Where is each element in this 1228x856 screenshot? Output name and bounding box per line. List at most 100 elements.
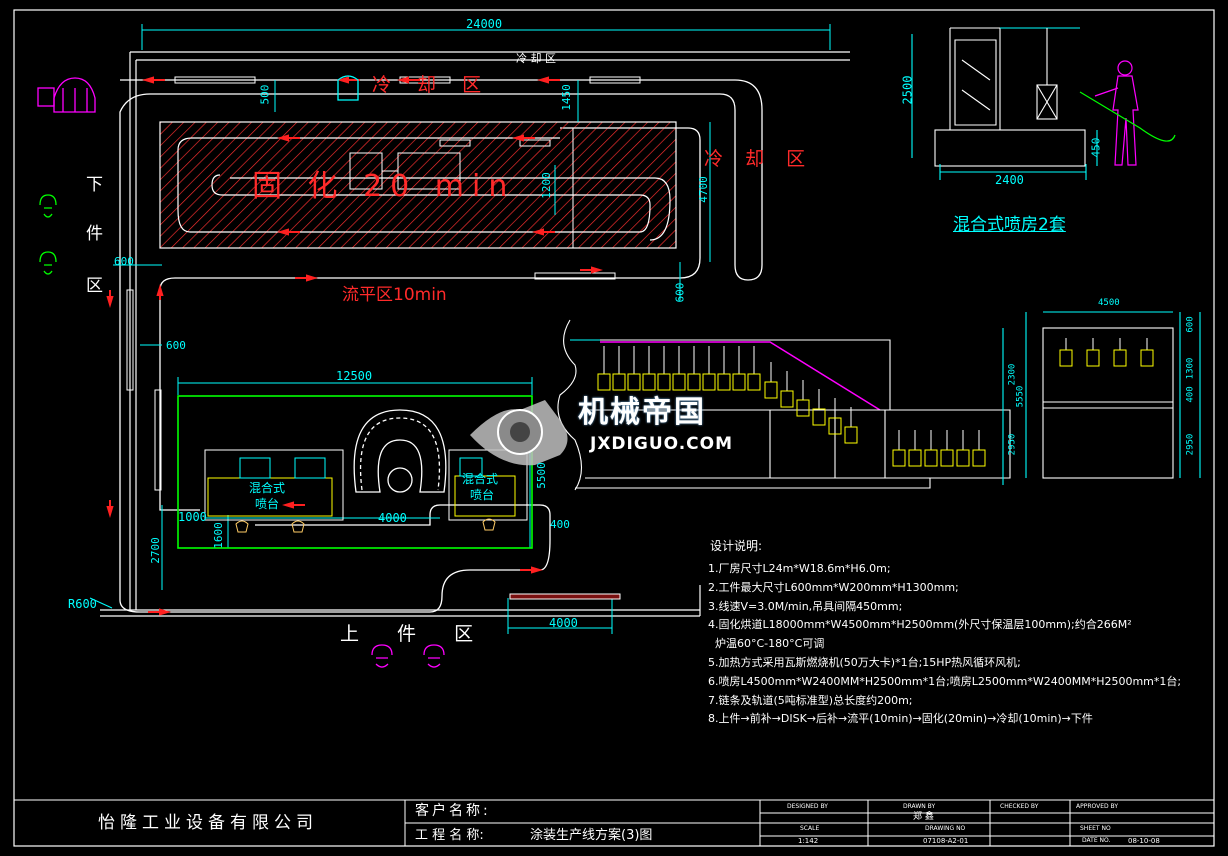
curing-label: 固 化 20 min xyxy=(252,169,516,204)
section-dim-4500: 4500 xyxy=(1098,298,1120,308)
note-line: 7.链条及轨道(5吨标准型)总长度约200m; xyxy=(708,693,913,707)
date-value: 08-10-08 xyxy=(1128,837,1160,845)
hanger-box xyxy=(597,373,611,391)
section-dim-400: 400 xyxy=(1185,386,1196,403)
side-dim-450: 450 xyxy=(1089,137,1103,158)
note-line: 6.喷房L4500mm*W2400MM*H2500mm*1台;喷房L2500mm… xyxy=(708,674,1182,688)
notes-title: 设计说明: xyxy=(710,539,763,553)
unload-zone-3: 区 xyxy=(86,276,103,296)
scale-value: 1:142 xyxy=(798,837,819,845)
guard-bars xyxy=(126,76,641,600)
section-dim-2300: 2300 xyxy=(1007,363,1018,386)
section-dim-5550: 5550 xyxy=(1015,385,1026,408)
hanger-box xyxy=(612,373,626,391)
dim-600-right: 600 xyxy=(673,282,687,303)
scale-label: SCALE xyxy=(800,825,820,832)
section-dim-1300: 1300 xyxy=(1185,357,1196,380)
hanger-box xyxy=(1059,349,1073,367)
dim-1000: 1000 xyxy=(178,510,207,524)
dim-12500: 12500 xyxy=(336,369,373,383)
oven-cross-section xyxy=(1025,311,1201,479)
disk-rotor xyxy=(353,409,447,493)
dim-5500: 5500 xyxy=(534,462,548,489)
hanger-box xyxy=(642,373,656,391)
date-label: DATE NO. xyxy=(1082,837,1111,844)
dim-600-mid: 600 xyxy=(166,339,186,352)
hanger-box xyxy=(717,373,731,391)
spray-worker-icon xyxy=(1094,60,1139,166)
dim-1600: 1600 xyxy=(211,522,225,549)
hanger-box xyxy=(672,373,686,391)
flow-arrows xyxy=(106,76,603,616)
side-dim-2400: 2400 xyxy=(995,173,1024,187)
dim-24000-label: 24000 xyxy=(466,17,503,31)
drawn-by-name: 郑 鑫 xyxy=(913,812,934,822)
company-name: 怡隆工业设备有限公司 xyxy=(98,813,318,833)
dim-2700: 2700 xyxy=(148,537,162,564)
hanger-box xyxy=(780,390,794,408)
hanger-box xyxy=(972,449,986,467)
operator-icons xyxy=(39,75,445,668)
hanger-box xyxy=(892,449,906,467)
hanger-box xyxy=(702,373,716,391)
note-line: 8.上件→前补→DISK→后补→流平(10min)→固化(20min)→冷却(1… xyxy=(708,712,1093,726)
dim-1450: 1450 xyxy=(559,84,573,111)
project-label: 工 程 名 称: xyxy=(415,828,484,843)
dim-500: 500 xyxy=(258,84,272,105)
designed-by-label: DESIGNED BY xyxy=(787,803,828,810)
dim-1200: 1200 xyxy=(539,172,553,199)
hanger-box xyxy=(844,426,858,444)
cooling-zone-top: 冷 却 区 xyxy=(372,74,492,96)
hanger-box xyxy=(940,449,954,467)
hanger-box xyxy=(1140,349,1154,367)
hanger-box xyxy=(1086,349,1100,367)
note-line: 4.固化烘道L18000mm*W4500mm*H2500mm(外尺寸保温层100… xyxy=(708,618,1132,632)
client-label: 客户名称: xyxy=(415,803,491,819)
hanger-box xyxy=(764,381,778,399)
note-line: 5.加热方式采用瓦斯燃烧机(50万大卡)*1台;15HP热风循环风机; xyxy=(708,655,1021,669)
hanger-box xyxy=(687,373,701,391)
hanger-box xyxy=(796,399,810,417)
spray-hose xyxy=(1079,91,1176,142)
hanger-box xyxy=(828,417,842,435)
checked-by-label: CHECKED BY xyxy=(1000,803,1039,810)
factory-wall xyxy=(100,51,850,617)
booth-left-label-1: 混合式 xyxy=(249,481,286,495)
design-notes: 1.厂房尺寸L24m*W18.6m*H6.0m;2.工件最大尺寸L600mm*W… xyxy=(708,560,1181,729)
dim-24000 xyxy=(141,24,831,50)
hanger-box xyxy=(908,449,922,467)
sheet-no-label: SHEET NO xyxy=(1080,825,1111,832)
dim-400: 400 xyxy=(550,518,570,531)
hanger-box xyxy=(1113,349,1127,367)
title-block xyxy=(14,799,1214,846)
hanger-box xyxy=(956,449,970,467)
note-line: 1.厂房尺寸L24m*W18.6m*H6.0m; xyxy=(708,562,891,575)
hanger-box xyxy=(924,449,938,467)
drawn-by-label: DRAWN BY xyxy=(903,803,936,810)
logo-emblem xyxy=(470,400,568,466)
section-hangers xyxy=(1059,338,1154,367)
hanger-box xyxy=(732,373,746,391)
oven-hangers xyxy=(597,346,986,467)
dim-600-left: 600 xyxy=(114,255,134,268)
project-name: 涂装生产线方案(3)图 xyxy=(530,828,653,843)
hanger-box xyxy=(812,408,826,426)
unload-zone-2: 件 xyxy=(86,224,103,244)
note-line: 3.线速V=3.0M/min,吊具间隔450mm; xyxy=(708,599,903,613)
booth-left-label-2: 喷台 xyxy=(255,497,280,511)
section-dim-2950: 2950 xyxy=(1007,433,1018,456)
load-zone: 上 件 区 xyxy=(340,623,490,645)
hanger-box xyxy=(747,373,761,391)
hanger-box xyxy=(627,373,641,391)
unload-zone-1: 下 xyxy=(86,175,103,195)
note-line: 炉温60°C-180°C可调 xyxy=(708,637,825,651)
section-dim-600: 600 xyxy=(1185,316,1196,333)
cooling-zone-right: 冷 却 区 xyxy=(704,148,814,170)
side-view-title: 混合式喷房2套 xyxy=(953,215,1066,235)
oven-section xyxy=(557,319,1011,491)
logo-text-en: JXDIGUO.COM xyxy=(590,434,734,454)
dim-r600: R600 xyxy=(68,597,97,611)
booth-workers xyxy=(235,518,496,533)
chain-conveyor xyxy=(119,79,763,613)
drawing-frame xyxy=(13,9,1215,847)
